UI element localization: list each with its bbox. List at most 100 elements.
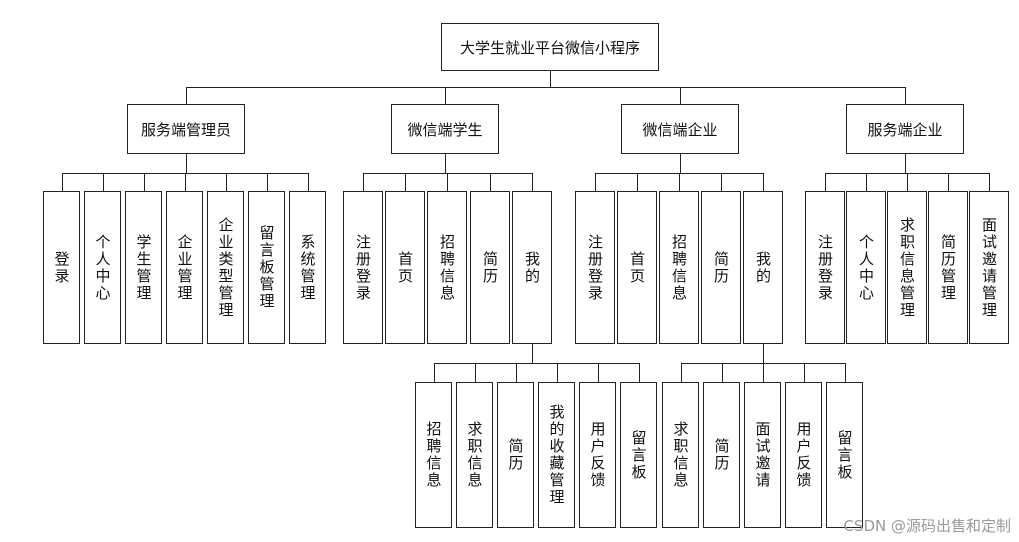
group-2-item: 注册登录 [343, 191, 383, 344]
group-1-item: 留言板管理 [248, 191, 285, 344]
group-1-item-label: 登录 [52, 250, 71, 285]
connector-line [550, 71, 552, 88]
connector-line [762, 363, 764, 382]
group-node-1: 服务端管理员 [127, 104, 245, 154]
group-3-item-label: 招聘信息 [670, 233, 688, 302]
connector-line [556, 363, 558, 382]
connector-line [680, 87, 682, 104]
connector-line [763, 344, 765, 363]
group-1-item-label: 系统管理 [298, 233, 317, 302]
group-2-sub-item-label: 用户反馈 [588, 421, 607, 489]
watermark: CSDN @源码出售和定制 [843, 517, 1011, 535]
connector-line [803, 363, 805, 382]
connector-line [445, 87, 447, 104]
group-1-item: 学生管理 [125, 191, 162, 344]
group-3-sub-item-label: 求职信息 [671, 421, 690, 489]
group-1-item: 企业类型管理 [207, 191, 244, 344]
connector-line [102, 173, 104, 191]
connector-line [597, 363, 599, 382]
connector-line [721, 173, 723, 191]
group-1-item: 登录 [43, 191, 80, 344]
connector-line [866, 173, 868, 191]
connector-line [948, 173, 950, 191]
group-3-item-label: 注册登录 [586, 233, 604, 302]
connector-line [61, 173, 63, 191]
group-2-sub-item: 招聘信息 [415, 382, 452, 528]
connector-line [445, 154, 447, 173]
group-2-sub-item-label: 简历 [506, 438, 525, 472]
group-node-2: 微信端学生 [391, 104, 499, 154]
group-3-item: 简历 [701, 191, 741, 344]
group-2-sub-item-label: 招聘信息 [424, 421, 443, 489]
connector-line [143, 173, 145, 191]
connector-line [186, 154, 188, 173]
connector-line [447, 173, 449, 191]
group-2-sub-item-label: 我的收藏管理 [547, 404, 566, 506]
connector-line [184, 173, 186, 191]
connector-line [905, 87, 907, 104]
group-1-item: 个人中心 [84, 191, 121, 344]
group-2-sub-item-label: 求职信息 [465, 421, 484, 489]
group-2-item: 我的 [512, 191, 552, 344]
group-2-sub-item: 我的收藏管理 [538, 382, 575, 528]
connector-line [266, 173, 268, 191]
group-3-sub-item-label: 用户反馈 [794, 421, 813, 489]
group-3-sub-item-label: 面试邀请 [753, 421, 772, 489]
group-2-item-label: 首页 [396, 250, 414, 285]
root-bus-line [186, 87, 905, 89]
connector-line [825, 173, 827, 191]
group-3-item: 我的 [743, 191, 783, 344]
connector-line [637, 173, 639, 191]
group-4-item-label: 注册登录 [816, 233, 834, 302]
group-2-item: 简历 [470, 191, 510, 344]
group-4-item-label: 面试邀请管理 [980, 216, 998, 319]
group-3-item-label: 首页 [628, 250, 646, 285]
group-4-item-label: 简历管理 [939, 233, 957, 302]
group-4-item: 简历管理 [928, 191, 968, 344]
group-2-item-label: 注册登录 [354, 233, 372, 302]
connector-line [307, 173, 309, 191]
group-3-sub-item-label: 留言板 [835, 429, 854, 481]
group-1-item: 系统管理 [289, 191, 326, 344]
group-3-item: 首页 [617, 191, 657, 344]
group-3-sub-item: 求职信息 [662, 382, 699, 528]
connector-line [363, 173, 365, 191]
connector-line [490, 173, 492, 191]
connector-line [638, 363, 640, 382]
group-3-sub-item: 用户反馈 [785, 382, 822, 528]
connector-line [680, 154, 682, 173]
connector-line [225, 173, 227, 191]
group-2-sub-item: 留言板 [620, 382, 657, 528]
group-3-item-label: 简历 [712, 250, 730, 285]
connector-line [844, 363, 846, 382]
group-3-sub-item: 面试邀请 [744, 382, 781, 528]
my-bus-line [433, 363, 639, 365]
connector-line [433, 363, 435, 382]
group-2-item-label: 我的 [523, 250, 541, 285]
connector-line [989, 173, 991, 191]
group-4-item: 面试邀请管理 [969, 191, 1009, 344]
group-2-item: 招聘信息 [427, 191, 467, 344]
group-node-3: 微信端企业 [621, 104, 739, 154]
connector-line [474, 363, 476, 382]
group-3-item: 注册登录 [575, 191, 615, 344]
connector-line [515, 363, 517, 382]
connector-line [907, 173, 909, 191]
group-3-item-label: 我的 [754, 250, 772, 285]
connector-line [680, 363, 682, 382]
connector-line [721, 363, 723, 382]
group-1-item: 企业管理 [166, 191, 203, 344]
group-3-sub-item-label: 简历 [712, 438, 731, 472]
group-2-sub-item: 简历 [497, 382, 534, 528]
group-1-item-label: 个人中心 [93, 233, 112, 302]
group-2-sub-item: 用户反馈 [579, 382, 616, 528]
connector-line [763, 173, 765, 191]
connector-line [405, 173, 407, 191]
group-3-sub-item: 简历 [703, 382, 740, 528]
connector-line [595, 173, 597, 191]
group-1-item-label: 留言板管理 [257, 225, 276, 310]
group-4-item: 注册登录 [805, 191, 845, 344]
connector-line [905, 154, 907, 173]
group-node-4: 服务端企业 [846, 104, 964, 154]
